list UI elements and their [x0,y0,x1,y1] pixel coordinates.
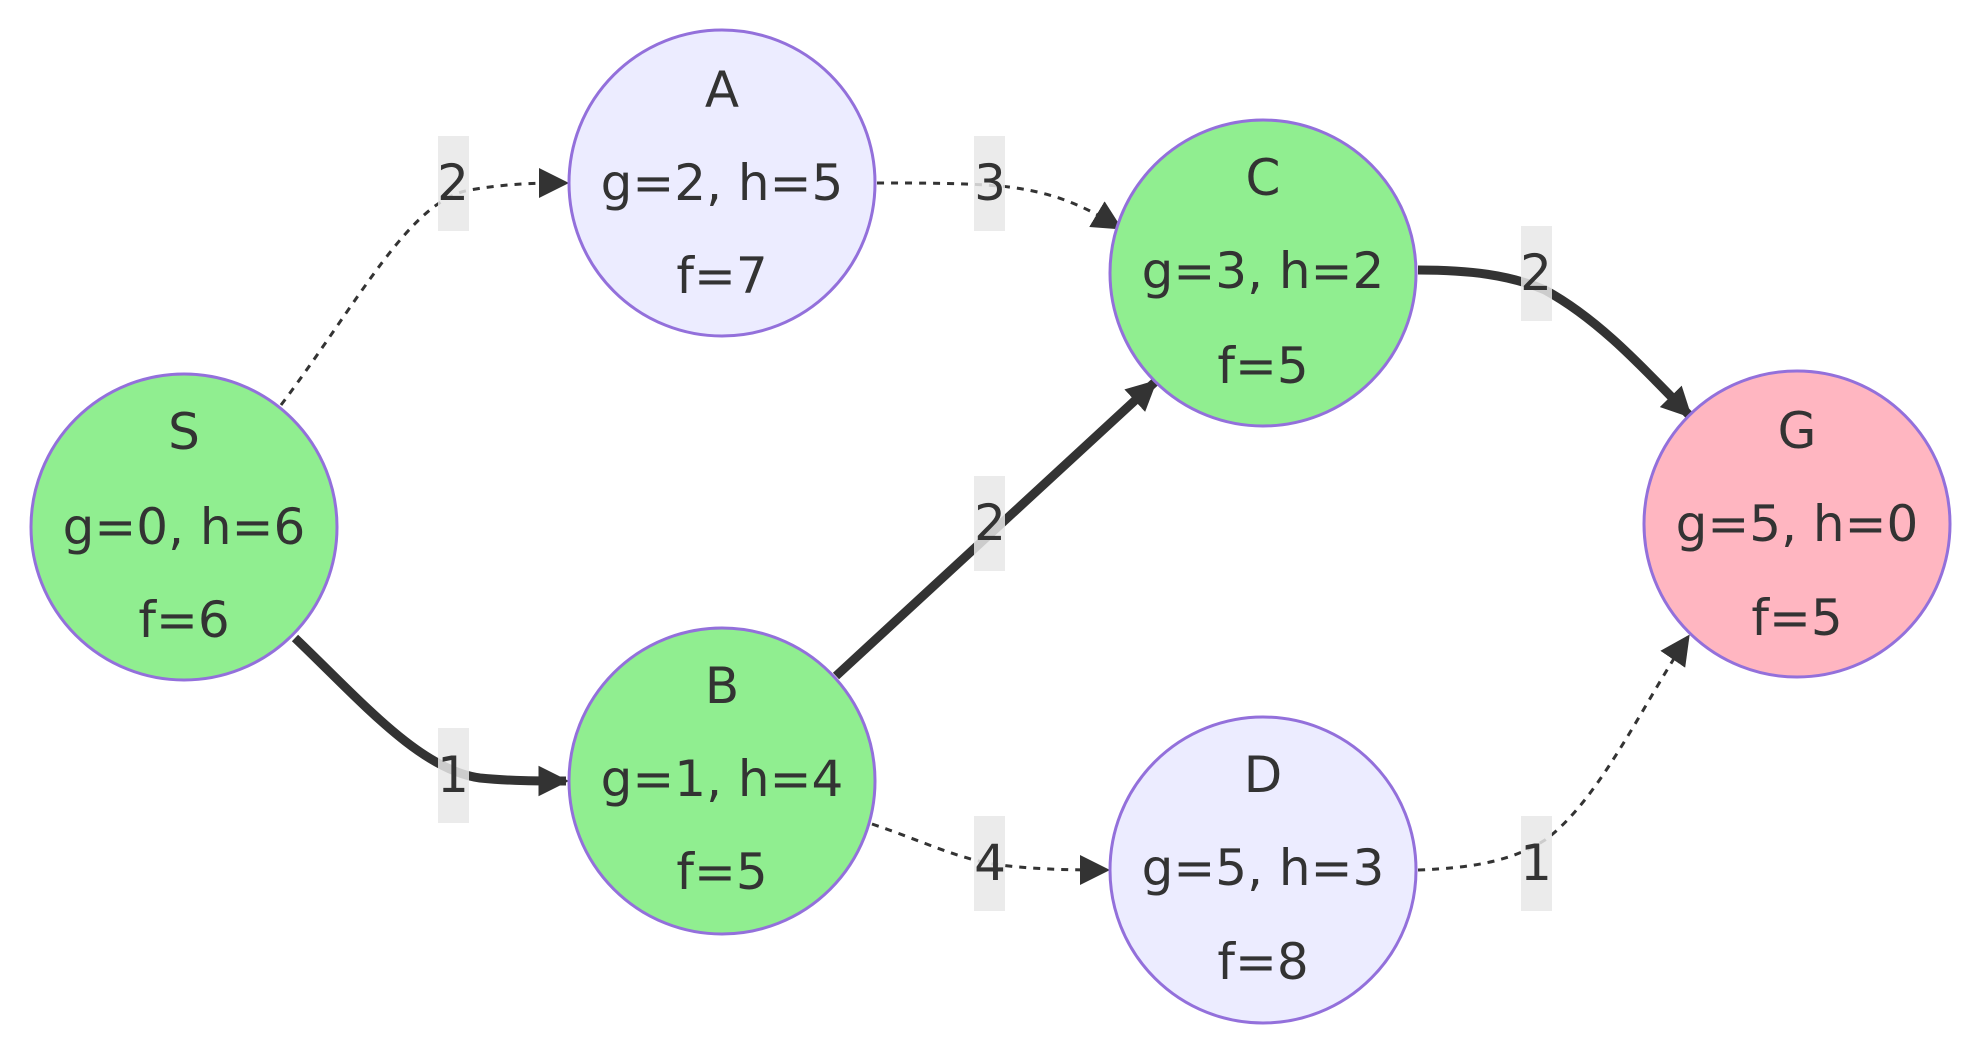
edge-s-b [291,634,570,797]
edge-a-c [876,181,1123,230]
edge-labels: 2 3 1 2 4 2 1 [437,136,1552,911]
node-g[interactable]: G g=5, h=0 f=5 [1642,369,1952,679]
node-g-h: g=3, h=2 [1142,242,1385,300]
edge-label-b-c: 2 [974,476,1006,571]
node-f: f=5 [1751,589,1842,647]
node-s[interactable]: S g=0, h=6 f=6 [29,372,339,682]
edge-label-c-g: 2 [1520,226,1552,321]
edge-label-s-b: 1 [437,728,469,823]
node-g-h: g=5, h=0 [1676,495,1919,553]
edge-weight: 1 [1520,834,1552,892]
edge-weight: 2 [1520,244,1552,302]
node-f: f=6 [138,591,229,649]
edge-label-b-d: 4 [974,816,1006,911]
node-g-h: g=5, h=3 [1142,839,1385,897]
nodes: S g=0, h=6 f=6 A g=2, h=5 f=7 B g=1, h=4… [29,28,1952,1025]
node-a[interactable]: A g=2, h=5 f=7 [567,28,877,338]
node-name: D [1244,746,1283,804]
edge-weight: 1 [437,746,469,804]
node-name: A [705,61,739,119]
edge-weight: 3 [974,154,1006,212]
edge-label-a-c: 3 [974,136,1006,231]
node-name: B [705,657,739,715]
edge-label-d-g: 1 [1520,816,1552,911]
edge-s-a [279,168,569,406]
edge-weight: 2 [437,154,469,212]
node-c[interactable]: C g=3, h=2 f=5 [1108,118,1418,428]
node-g-h: g=0, h=6 [63,498,306,556]
edge-c-g [1417,265,1694,420]
node-b[interactable]: B g=1, h=4 f=5 [567,626,877,936]
node-name: S [168,403,200,461]
edge-d-g [1417,634,1690,872]
node-d[interactable]: D g=5, h=3 f=8 [1108,715,1418,1025]
node-f: f=8 [1217,933,1308,991]
node-f: f=7 [676,247,767,305]
node-name: G [1778,402,1817,460]
edge-b-d [871,822,1110,885]
edge-weight: 2 [974,494,1006,552]
node-f: f=5 [676,843,767,901]
edge-label-s-a: 2 [437,136,469,231]
node-g-h: g=2, h=5 [601,154,844,212]
node-g-h: g=1, h=4 [601,750,844,808]
node-f: f=5 [1217,337,1308,395]
edge-weight: 4 [974,834,1006,892]
node-name: C [1246,149,1281,207]
